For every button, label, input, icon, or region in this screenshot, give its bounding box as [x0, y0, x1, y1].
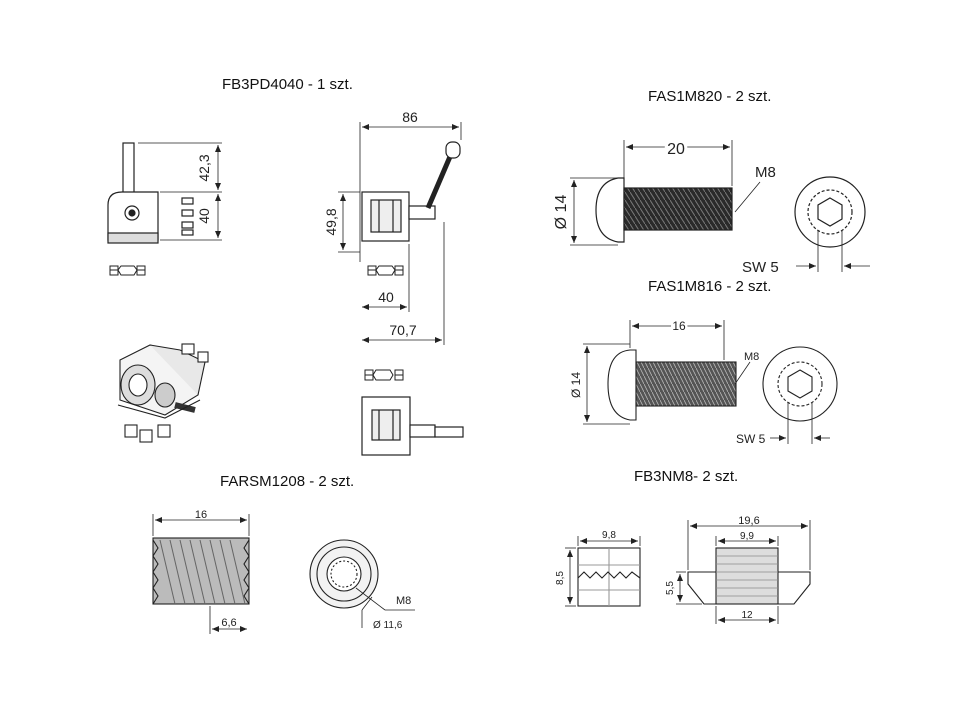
farsm1208-insert-top — [309, 539, 415, 628]
fas1m820-dim-thread: M8 — [755, 164, 776, 181]
fas1m820-screw-top — [794, 176, 870, 272]
tnut-symbol-bottom — [364, 369, 404, 381]
title-fb3pd4040: FB3PD4040 - 1 szt. — [222, 76, 353, 93]
fb3pd4040-bottom-view — [361, 396, 464, 456]
tnut-symbol-front — [367, 265, 404, 276]
fb3pd4040-dim-49: 49,8 — [323, 208, 339, 235]
fas1m816-dim-thread: M8 — [744, 351, 759, 363]
fb3nm8-dim-width: 9,8 — [602, 530, 616, 541]
fas1m816-dim-key: SW 5 — [736, 432, 766, 446]
title-fas1m820: FAS1M820 - 2 szt. — [648, 88, 772, 105]
fas1m816-dim-length: 16 — [672, 319, 686, 333]
tnut-symbol-left — [109, 265, 146, 276]
fb3pd4040-isometric-view — [117, 343, 209, 443]
fb3nm8-dim-height: 8,5 — [555, 571, 566, 585]
fas1m820-screw-side — [570, 140, 761, 246]
fb3nm8-dim-height-side: 5,5 — [665, 581, 676, 595]
fb3pd4040-dim-40-vertical: 40 — [196, 208, 212, 224]
title-fb3nm8: FB3NM8- 2 szt. — [634, 468, 739, 485]
title-fas1m816: FAS1M816 - 2 szt. — [648, 278, 772, 295]
farsm1208-dim-thread-length: 6,6 — [221, 617, 236, 629]
fb3pd4040-front-view — [338, 122, 462, 345]
fb3pd4040-dim-70: 70,7 — [389, 322, 416, 338]
title-farsm1208: FARSM1208 - 2 szt. — [220, 473, 355, 490]
fb3pd4040-side-view — [107, 142, 222, 244]
fb3nm8-dim-base: 12 — [741, 610, 753, 621]
fb3nm8-nut-side — [565, 536, 641, 607]
farsm1208-dim-thread: M8 — [396, 595, 411, 607]
fb3pd4040-dim-40-horizontal: 40 — [378, 289, 394, 305]
farsm1208-dim-length: 16 — [195, 509, 207, 521]
fb3nm8-dim-inner: 9,9 — [740, 531, 754, 542]
farsm1208-dim-diameter: Ø 11,6 — [373, 620, 403, 631]
fas1m816-screw-top — [762, 346, 838, 444]
fb3nm8-dim-outer: 19,6 — [738, 515, 759, 527]
fas1m820-dim-key: SW 5 — [742, 259, 779, 276]
fb3pd4040-dim-42: 42,3 — [196, 154, 212, 181]
fb3pd4040-dim-86: 86 — [402, 109, 418, 125]
fas1m816-screw-side — [583, 320, 751, 425]
fas1m820-dim-diameter: Ø 14 — [553, 195, 570, 230]
fas1m820-dim-length: 20 — [667, 141, 685, 158]
fb3nm8-nut-front — [676, 520, 811, 624]
fas1m816-dim-diameter: Ø 14 — [569, 372, 583, 398]
farsm1208-insert-side — [152, 514, 250, 634]
